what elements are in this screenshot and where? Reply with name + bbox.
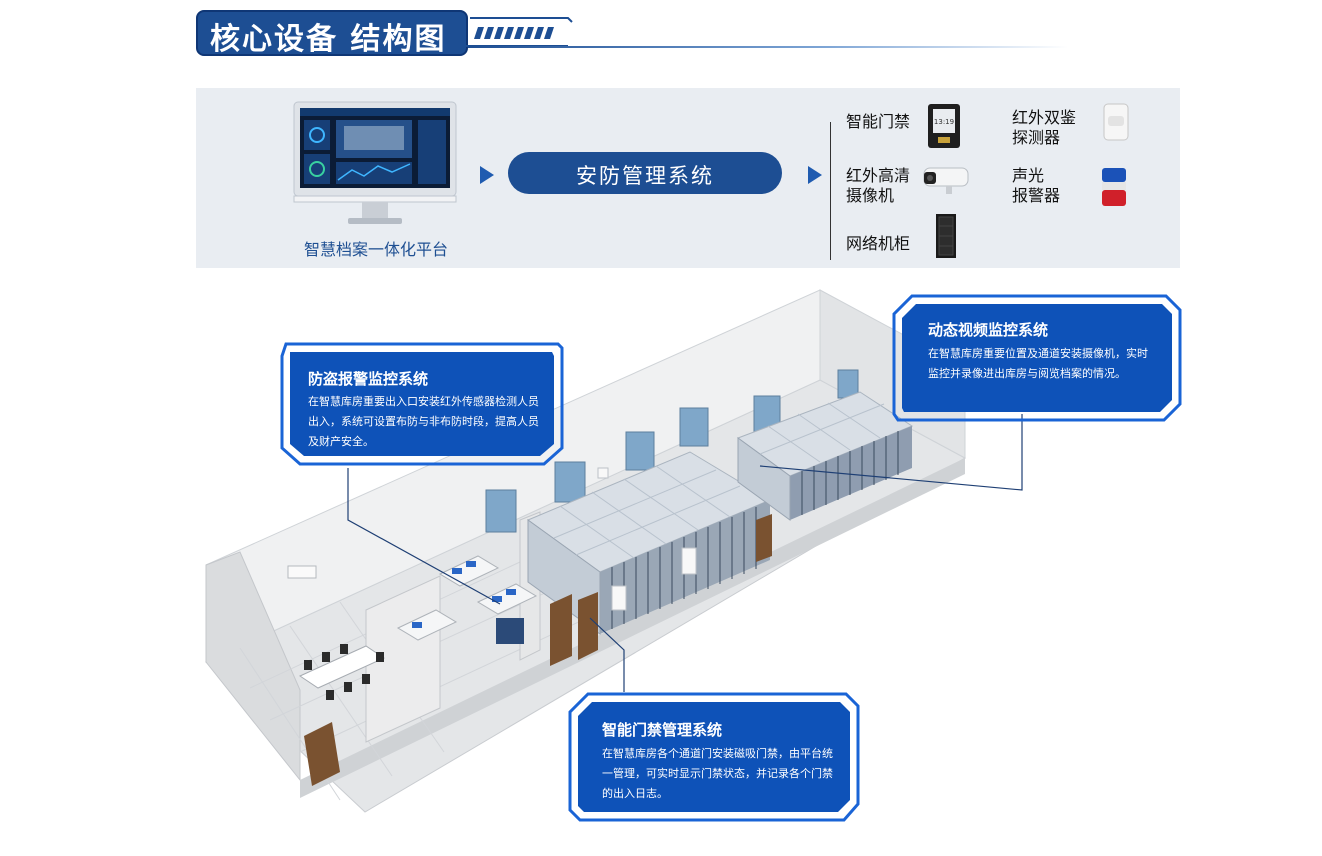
title-badge: [196, 10, 468, 56]
device-label-camera: 红外高清 摄像机: [846, 166, 911, 205]
access-control-terminal-icon: 13:19: [928, 104, 960, 148]
system-pill: [508, 152, 782, 194]
system-label: 安防管理系统: [576, 164, 714, 188]
platform-label: 智慧档案一体化平台: [303, 240, 448, 259]
antitheft-callout-frame: [280, 342, 564, 466]
title-underline: [468, 46, 1068, 48]
video-callout-body: 在智慧库房重要位置及通道安装摄像机，实时监控并录像进出库房与阅览档案的情况。: [928, 347, 1148, 380]
access-callout-title: 智能门禁管理系统: [602, 721, 723, 739]
pir-detector-icon: [1103, 103, 1129, 141]
arrow-right-icon: [480, 166, 494, 184]
video-callout-title: 动态视频监控系统: [928, 321, 1049, 339]
bullet-camera-icon: [923, 167, 969, 194]
device-bracket: [830, 122, 839, 260]
video-callout-frame: [892, 294, 1182, 422]
svg-text:13:19: 13:19: [934, 118, 954, 126]
device-label-access-control: 智能门禁: [846, 112, 911, 131]
monitor-icon: [293, 101, 457, 224]
device-label-cabinet: 网络机柜: [846, 234, 911, 253]
arrow-right-icon: [808, 166, 822, 184]
strobe-siren-icon: [1102, 168, 1126, 206]
page-title: 核心设备 结构图: [210, 22, 447, 57]
device-label-siren: 声光 报警器: [1012, 166, 1061, 205]
antitheft-callout-title: 防盗报警监控系统: [308, 370, 429, 388]
access-callout-body: 在智慧库房各个通道门安装磁吸门禁，由平台统一管理，可实时显示门禁状态，并记录各个…: [602, 747, 833, 800]
antitheft-callout-body: 在智慧库房重要出入口安装红外传感器检测人员出入，系统可设置布防与非布防时段，提高…: [308, 395, 539, 448]
network-cabinet-icon: [936, 214, 956, 258]
device-label-detector: 红外双鉴 探测器: [1012, 108, 1077, 147]
access-callout-frame: [568, 692, 860, 822]
